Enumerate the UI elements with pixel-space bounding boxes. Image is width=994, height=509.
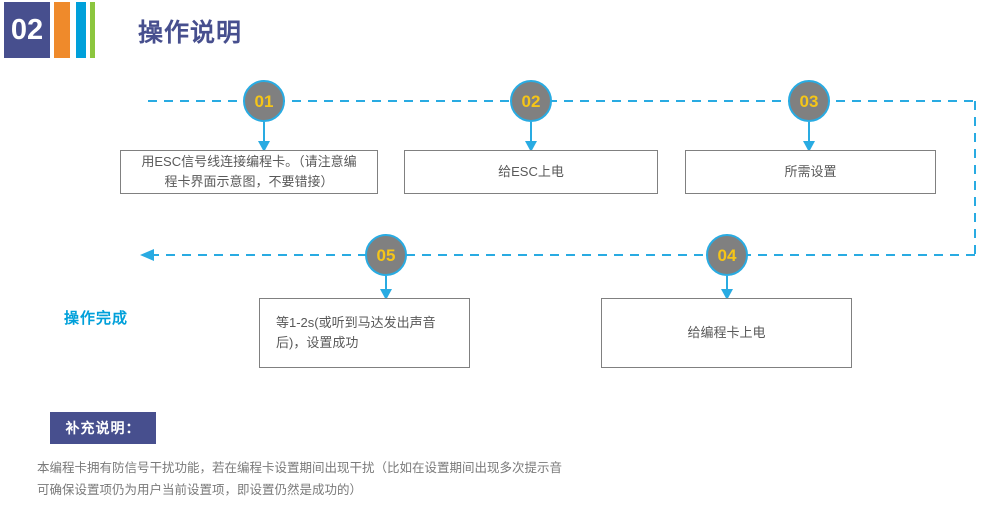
step-box-05[interactable]: 等1-2s(或听到马达发出声音后)，设置成功 bbox=[259, 298, 470, 368]
note-badge-label: 补充说明： bbox=[65, 420, 141, 436]
accent-bar-blue bbox=[76, 2, 86, 58]
page-title: 操作说明 bbox=[138, 19, 243, 47]
step-box-02[interactable]: 给ESC上电 bbox=[404, 150, 658, 194]
finish-label: 操作完成 bbox=[64, 310, 129, 327]
step-number-03: 03 bbox=[799, 91, 819, 111]
step-box-01-text: 用ESC信号线连接编程卡。（请注意编程卡界面示意图，不要错接） bbox=[141, 153, 357, 189]
accent-bar-orange bbox=[54, 2, 70, 58]
step-number-05: 05 bbox=[376, 245, 396, 265]
flow-connectors bbox=[140, 100, 976, 300]
note-body: 本编程卡拥有防信号干扰功能，若在编程卡设置期间出现干扰（比如在设置期间出现多次提… bbox=[37, 458, 957, 501]
arrowhead-step-05 bbox=[380, 289, 392, 300]
step-box-02-text: 给ESC上电 bbox=[498, 163, 564, 179]
step-circle-01[interactable]: 01 bbox=[243, 80, 285, 122]
section-number-text: 02 bbox=[10, 13, 44, 46]
flow-diagram: 01 02 03 04 05 用ESC信号线连接编程卡。（请注意编程卡界面示意图… bbox=[0, 62, 994, 392]
section-number-badge: 02 bbox=[4, 2, 50, 58]
step-circle-03[interactable]: 03 bbox=[788, 80, 830, 122]
note-line-2: 可确保设置项仍为用户当前设置项，即设置仍然是成功的） bbox=[37, 482, 363, 497]
arrowhead-finish bbox=[140, 249, 154, 261]
step-number-04: 04 bbox=[717, 245, 737, 265]
step-box-01[interactable]: 用ESC信号线连接编程卡。（请注意编程卡界面示意图，不要错接） bbox=[120, 150, 378, 194]
step-number-02: 02 bbox=[521, 91, 541, 111]
page-header: 02 操作说明 bbox=[0, 0, 994, 62]
arrowhead-step-01 bbox=[258, 141, 270, 152]
arrowhead-step-03 bbox=[803, 141, 815, 152]
step-box-03-text: 所需设置 bbox=[784, 163, 837, 179]
step-circle-02[interactable]: 02 bbox=[510, 80, 552, 122]
step-box-04[interactable]: 给编程卡上电 bbox=[601, 298, 852, 368]
arrowhead-step-02 bbox=[525, 141, 537, 152]
step-circle-05[interactable]: 05 bbox=[365, 234, 407, 276]
note-badge: 补充说明： bbox=[50, 412, 156, 444]
step-number-01: 01 bbox=[254, 91, 274, 111]
arrowhead-step-04 bbox=[721, 289, 733, 300]
step-box-03[interactable]: 所需设置 bbox=[685, 150, 936, 194]
step-circle-04[interactable]: 04 bbox=[706, 234, 748, 276]
accent-bar-green bbox=[90, 2, 95, 58]
step-box-05-text: 等1-2s(或听到马达发出声音后)，设置成功 bbox=[276, 314, 436, 350]
note-line-1: 本编程卡拥有防信号干扰功能，若在编程卡设置期间出现干扰（比如在设置期间出现多次提… bbox=[37, 461, 563, 475]
step-box-04-text: 给编程卡上电 bbox=[687, 324, 766, 340]
